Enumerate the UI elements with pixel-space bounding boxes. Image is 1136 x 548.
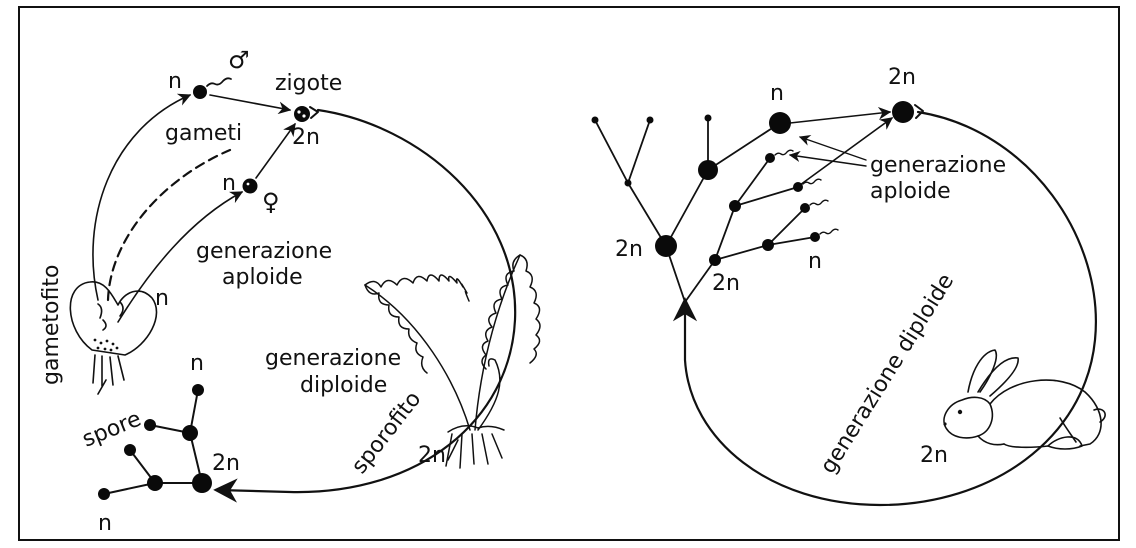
diagram-frame [18,6,1120,541]
zygote-2n-right: 2n [888,65,916,90]
right-top-n: n [770,81,784,106]
gametophyte-to-female-curve [117,191,244,323]
lineage-tip-dot [591,116,599,124]
lineage-node-dot [698,160,718,180]
gametophyte-to-gamete-dashed [106,148,232,302]
sperm-cells [765,149,839,242]
right-branch-2n-left: 2n [615,237,643,262]
sporocyte-dot [192,473,212,493]
spore-label: spore [79,407,145,453]
rabbit-nose [943,422,947,426]
spore-dot [98,488,110,500]
egg-to-zygote-arrow [789,106,892,124]
sporofito-label: sporofito [347,387,426,479]
sperm-to-zygote-arrow [799,117,894,186]
gametophyte-to-male-curve [92,93,192,301]
sporophyte-ploidy: 2n [418,443,446,468]
zygote-dot [294,106,310,122]
rabbit-drawing [943,349,1106,450]
left-gen-diploide-1: generazione [265,346,401,371]
lineage-tree [594,119,816,303]
plant-life-cycle: zigote 2n n ♂ n ♀ gameti generazione apl… [39,46,541,536]
gameti-label: gameti [165,121,242,146]
right-gen-aploide-1: generazione [870,153,1006,178]
male-gamete-dot [193,85,207,99]
right-sperm-n: n [808,249,822,274]
spore-dot [144,419,156,431]
diploid-cycle-arc [213,108,517,503]
male-symbol: ♂ [228,46,250,74]
fern-sporophyte-drawing [364,254,541,469]
female-gamete-ploidy: n [222,171,236,196]
spore-dot [124,444,136,456]
spore-n-bottom: n [98,511,112,536]
male-to-zygote-arrow [209,94,292,115]
spore-n-top: n [190,351,204,376]
gametophyte-spore-dots [93,338,119,352]
female-gamete-dot [242,178,258,194]
left-gen-aploide-2: aploide [222,265,303,290]
right-gen-aploide-2: aploide [870,179,951,204]
gametophyte-drawing [69,281,158,395]
gametofito-label: gametofito [39,265,64,385]
zygote-dot-right [892,101,914,123]
right-branch-2n-bottom: 2n [712,271,740,296]
spore-dot [192,384,204,396]
rabbit-eye [957,409,963,415]
sporocyte-dot [147,475,163,491]
spore-2n: 2n [212,451,240,476]
left-gen-diploide-2: diploide [300,373,387,398]
gametophyte-ploidy: n [155,286,169,311]
lineage-node-dot [729,200,741,212]
lineage-node-dot [624,179,632,187]
animal-life-cycle: 2n [591,65,1106,507]
zigote-ploidy: 2n [292,125,320,150]
egg-dot [769,112,791,134]
female-to-zygote-arrow [255,122,296,179]
lineage-node-dot [709,254,721,266]
rabbit-ploidy: 2n [920,443,948,468]
ancestor-2n-dot [655,235,677,257]
left-gen-aploide-1: generazione [196,239,332,264]
diploid-cycle-arc-right [672,110,1097,507]
female-symbol: ♀ [262,188,280,216]
male-gamete-ploidy: n [168,69,182,94]
sporocyte-dot [182,425,198,441]
lineage-node-dot [762,239,774,251]
zigote-label: zigote [275,71,342,96]
spore-tree [98,384,212,500]
lineage-tip-dot [704,114,712,122]
lineage-tip-dot [646,116,654,124]
